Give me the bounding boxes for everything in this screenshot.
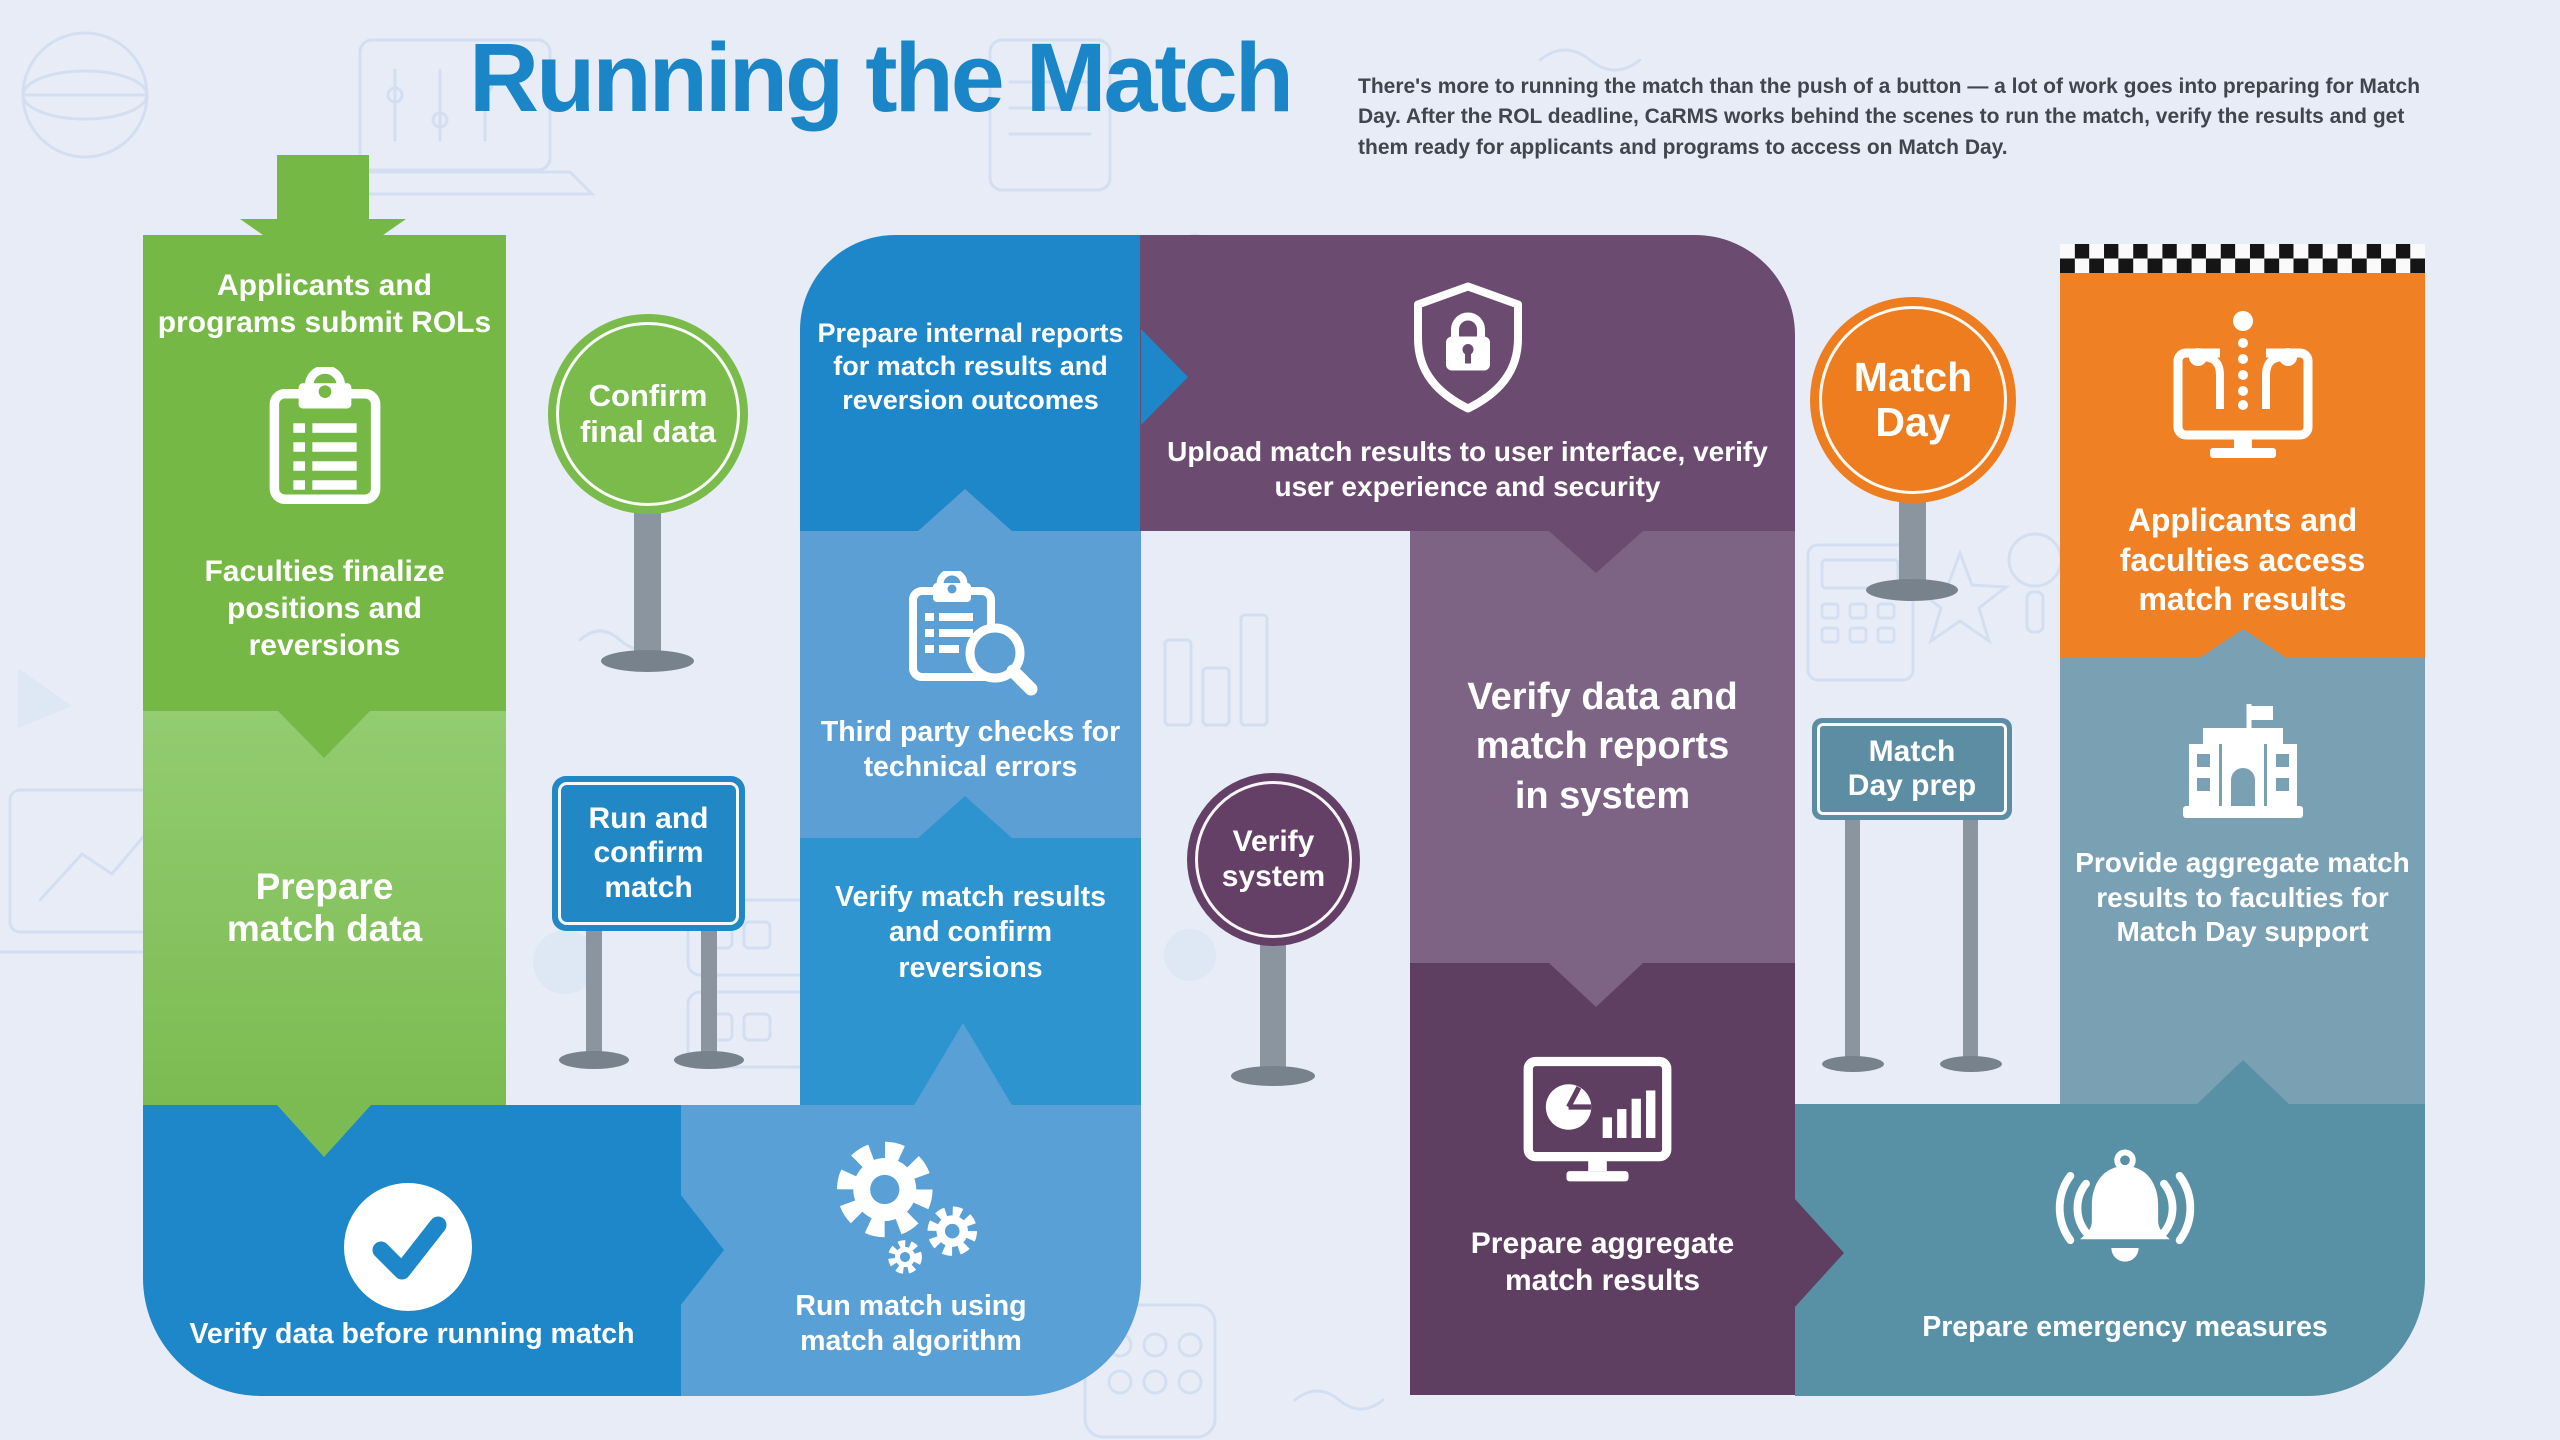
sign-confirm-final-data: Confirm final data	[548, 314, 748, 514]
sign-match-day-prep: Match Day prep	[1812, 718, 2012, 820]
signpost-base	[674, 1051, 744, 1069]
step-upload-match-results: Upload match results to user interface, …	[1140, 235, 1795, 531]
gears-icon	[836, 1141, 977, 1274]
step-label: Verify data before running match	[189, 1318, 635, 1350]
step-label: Provide aggregate match results to facul…	[2075, 847, 2410, 948]
monitor-charts-icon	[1523, 1056, 1672, 1182]
check-circle-icon	[344, 1183, 472, 1311]
step-provide-aggregate: Provide aggregate match results to facul…	[2060, 658, 2425, 1104]
sign-ring	[1195, 781, 1352, 938]
step-submit-rols: Applicants and programs submit ROLs Facu…	[143, 235, 506, 711]
sign-label: Match Day prep	[1847, 734, 1977, 803]
signpost	[1845, 820, 1860, 1068]
step-label: Verify match results and confirm reversi…	[835, 881, 1106, 984]
page-title: Running the Match	[469, 23, 1294, 132]
step-label: Verify data and match reports in system	[1467, 675, 1738, 817]
signpost	[1260, 944, 1286, 1080]
step-label: Faculties finalize positions and reversi…	[204, 555, 445, 663]
step-prepare-emergency: Prepare emergency measures	[1795, 1104, 2425, 1396]
step-third-party-checks: Third party checks for technical errors	[800, 531, 1141, 838]
sign-verify-system: Verify system	[1187, 773, 1360, 946]
step-label: Upload match results to user interface, …	[1167, 436, 1768, 502]
signpost	[634, 512, 661, 662]
step-label: Applicants and programs submit ROLs	[157, 269, 492, 340]
sign-ring	[556, 322, 740, 506]
monitor-data-icon	[2173, 311, 2313, 458]
step-prepare-internal-reports: Prepare internal reports for match resul…	[800, 235, 1141, 531]
step-verify-data-before: Verify data before running match	[143, 1105, 681, 1396]
step-access-results: Applicants and faculties access match re…	[2060, 273, 2425, 658]
intro-text: There's more to running the match than t…	[1358, 75, 2421, 159]
alert-bell-icon	[2055, 1149, 2195, 1262]
step-prepare-match-data: Prepare match data	[143, 711, 506, 1105]
step-label: Applicants and faculties access match re…	[2119, 502, 2366, 618]
step-label: Run match using match algorithm	[795, 1290, 1027, 1358]
step-verify-data-reports: Verify data and match reports in system	[1410, 531, 1795, 963]
step-label: Third party checks for technical errors	[820, 716, 1121, 784]
step-prepare-aggregate: Prepare aggregate match results	[1410, 963, 1795, 1395]
step-run-match-algorithm: Run match using match algorithm	[681, 1105, 1141, 1396]
step-label: Prepare match data	[226, 866, 423, 949]
signpost-base	[1231, 1066, 1315, 1086]
step-label: Prepare internal reports for match resul…	[817, 318, 1124, 415]
clipboard-magnifier-icon	[909, 571, 1038, 696]
signpost-base	[1822, 1056, 1884, 1072]
clipboard-checklist-icon	[269, 367, 381, 504]
signpost-base	[559, 1051, 629, 1069]
signpost-base	[1866, 579, 1958, 601]
sign-label: Run and confirm match	[588, 801, 709, 904]
down-arrow-icon	[277, 155, 369, 219]
sign-ring	[1817, 723, 2007, 815]
signpost-base	[601, 650, 694, 672]
sign-ring	[1819, 306, 2007, 494]
checkered-flag-strip	[2060, 244, 2425, 273]
shield-lock-icon	[1414, 282, 1522, 413]
sign-ring	[558, 782, 739, 925]
signpost	[586, 931, 602, 1063]
signpost	[701, 931, 717, 1063]
signpost	[1899, 501, 1926, 593]
signpost-base	[1940, 1056, 2002, 1072]
faculty-building-icon	[2183, 704, 2303, 818]
sign-match-day: Match Day	[1810, 297, 2016, 503]
step-label: Prepare emergency measures	[1922, 1311, 2328, 1343]
sign-run-confirm-match: Run and confirm match	[552, 776, 745, 931]
step-label: Prepare aggregate match results	[1470, 1227, 1735, 1298]
signpost	[1963, 820, 1978, 1068]
